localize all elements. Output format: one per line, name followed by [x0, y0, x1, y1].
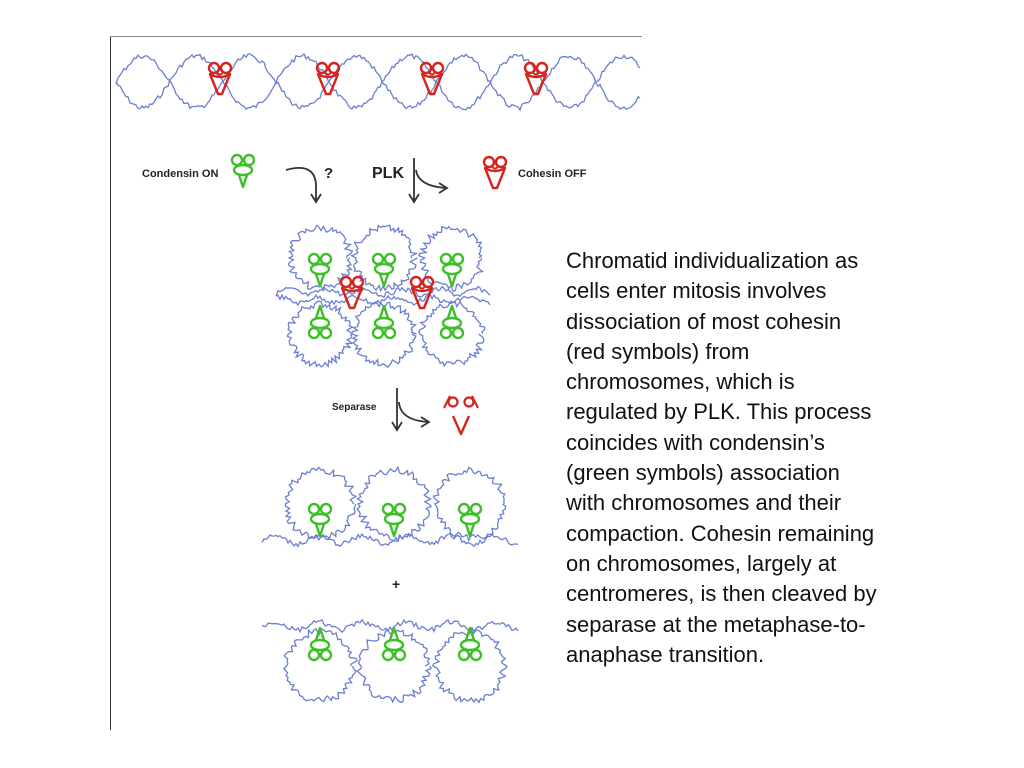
legend-row: Condensin ON ? PLK Cohesin OFF [142, 153, 587, 204]
bottom-loop-2 [356, 629, 432, 704]
cohesin-symbol-4 [523, 61, 549, 96]
condensin-bottom-2 [381, 626, 407, 662]
arrow-branch-separase [398, 401, 429, 423]
sister-axis-bottom [261, 618, 519, 634]
condensin-upper-1 [307, 252, 333, 288]
curved-arrow-condensin [285, 166, 317, 200]
condensin-lower-2 [371, 304, 397, 340]
plus-sign: + [392, 576, 400, 592]
separase-step: Separase [332, 388, 479, 436]
chromatid-strand-b [115, 53, 641, 112]
condensin-upper-3 [439, 252, 465, 288]
question-mark-label: ? [324, 165, 333, 182]
chromatid-strand-a [115, 52, 641, 111]
cohesin-prophase-2 [409, 275, 435, 310]
arrowhead-plk-right [438, 182, 449, 194]
lower-loop-1 [286, 300, 354, 369]
upper-loop-1 [287, 224, 354, 293]
lower-loop-3 [417, 300, 486, 368]
upper-loop-3 [417, 225, 485, 293]
interphase-chromatids [115, 52, 641, 112]
condensin-legend-icon [230, 153, 256, 189]
mitosis-diagram: Condensin ON ? PLK Cohesin OFF Separase [110, 36, 642, 730]
lower-loop-2 [351, 300, 418, 368]
bottom-loop-3 [431, 627, 508, 704]
sister-axis-top [261, 532, 518, 548]
condensin-top-1 [307, 502, 333, 538]
prophase-chromosomes [275, 224, 491, 369]
arrowhead-condensin [310, 193, 322, 204]
top-loop-2 [356, 465, 433, 542]
sister-chromatid-bottom [261, 618, 519, 704]
condensin-lower-3 [439, 304, 465, 340]
cohesin-symbol-2 [315, 61, 341, 96]
condensin-upper-2 [371, 252, 397, 288]
arrowhead-plk-down [408, 193, 420, 204]
upper-loop-2 [350, 224, 419, 293]
condensin-top-3 [457, 502, 483, 538]
plk-label: PLK [372, 165, 404, 182]
top-border-line [110, 36, 642, 37]
cohesin-legend-icon [482, 155, 508, 190]
separase-label: Separase [332, 402, 377, 413]
top-loop-3 [432, 466, 507, 542]
condensin-lower-1 [307, 304, 333, 340]
arrow-branch-plk [415, 169, 447, 189]
bottom-loop-1 [282, 627, 358, 703]
top-loop-1 [284, 466, 358, 541]
diagram-svg: Condensin ON ? PLK Cohesin OFF Separase [115, 52, 641, 704]
arrowhead-separase-right [420, 416, 431, 428]
arrowhead-separase-down [391, 421, 403, 432]
left-border-line [110, 36, 111, 730]
figure-caption: Chromatid individualization as cells ent… [566, 248, 877, 667]
condensin-top-2 [381, 502, 407, 538]
condensin-on-label: Condensin ON [142, 168, 218, 180]
sister-chromatid-top [261, 465, 518, 548]
cohesin-off-label: Cohesin OFF [518, 168, 587, 180]
axis-strand-a [275, 285, 491, 299]
cleaved-cohesin-icon [443, 395, 479, 436]
